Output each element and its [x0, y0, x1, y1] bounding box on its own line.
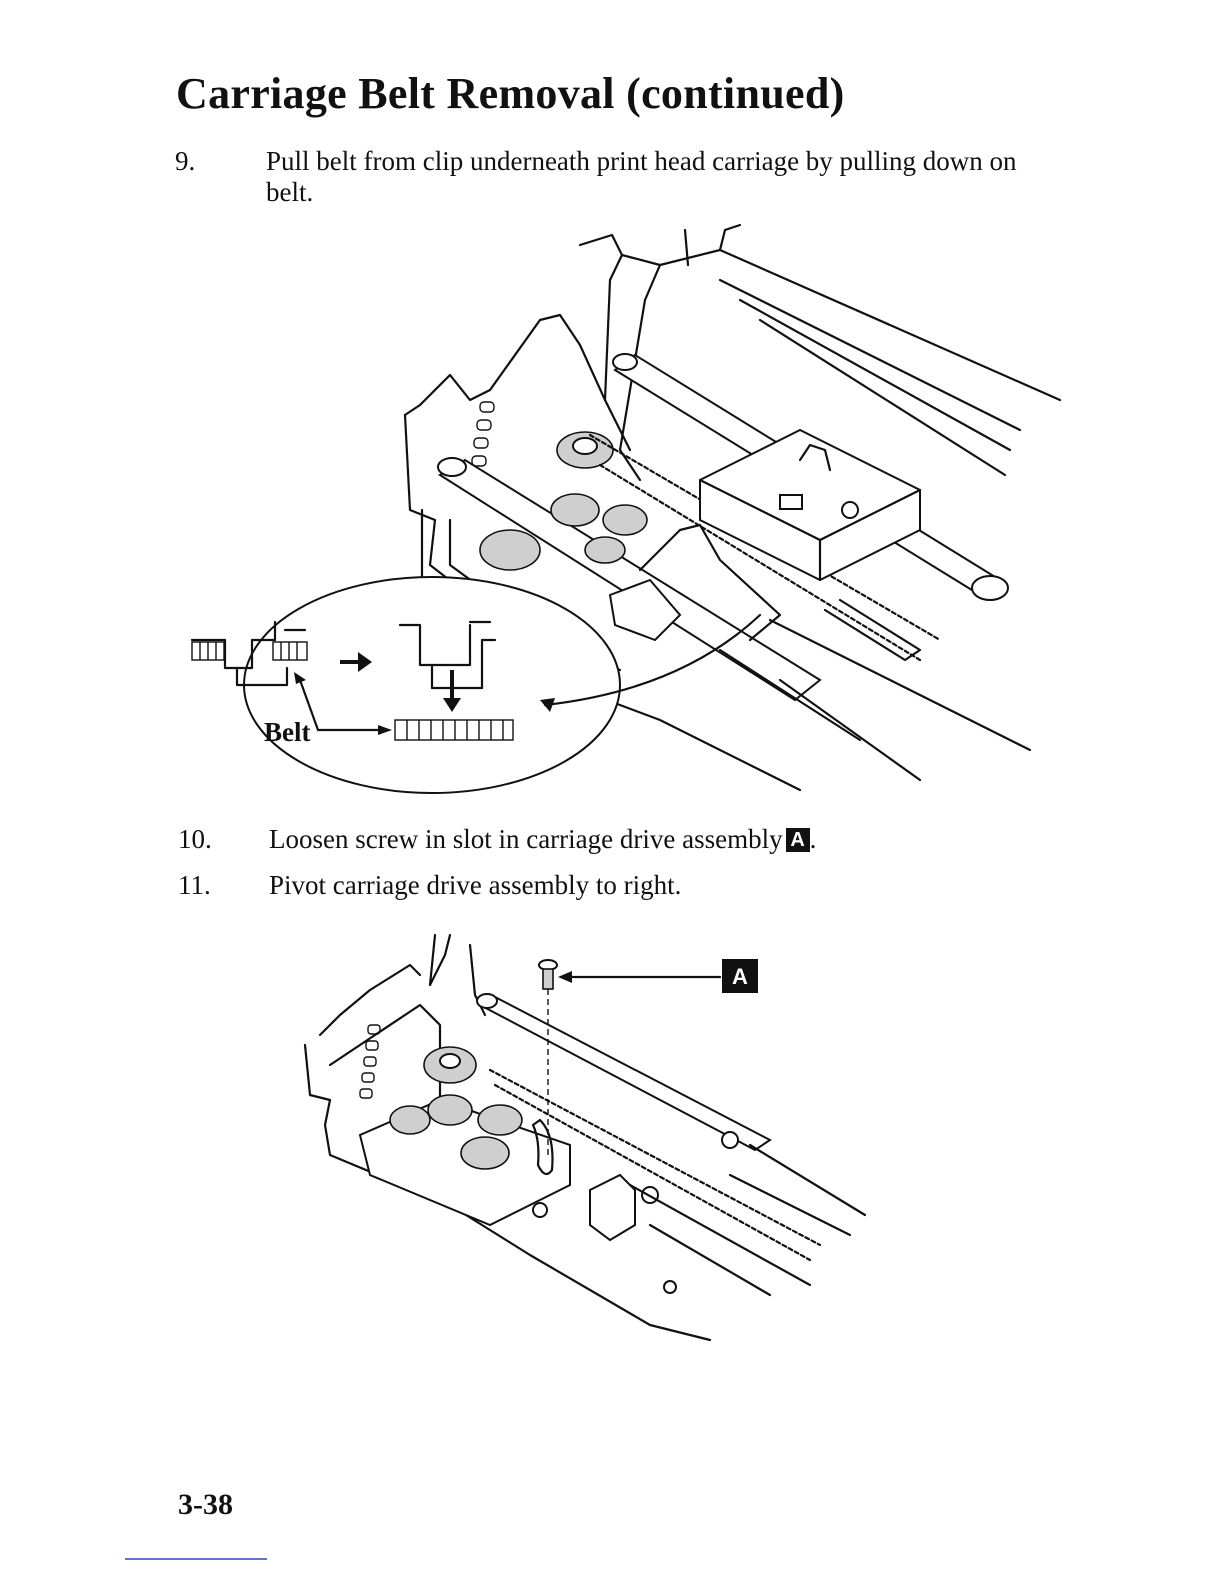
step-text: Loosen screw in slot in carriage drive a…: [269, 824, 783, 854]
callout-a-badge: A: [722, 959, 758, 993]
bottom-rule: [125, 1558, 267, 1560]
callout-a-badge: A: [786, 828, 810, 852]
page-number: 3-38: [178, 1488, 233, 1522]
step-text: Pull belt from clip underneath print hea…: [266, 146, 1026, 208]
step-number: 9.: [175, 146, 195, 177]
step-number: 10.: [178, 824, 212, 855]
step-11: 11. Pivot carriage drive assembly to rig…: [178, 870, 1078, 904]
step-suffix: .: [810, 824, 817, 854]
figure-carriage-drive-assembly: A: [290, 925, 890, 1355]
belt-clip-magnifier: Belt: [192, 577, 620, 793]
frame-slots: [360, 1025, 380, 1098]
belt-callout-label: Belt: [264, 717, 311, 747]
print-head-carriage: [700, 430, 920, 580]
step-10: 10. Loosen screw in slot in carriage dri…: [178, 824, 1078, 858]
page-title: Carriage Belt Removal (continued): [176, 68, 845, 119]
carriage-shaft: [477, 994, 770, 1150]
step-9: 9. Pull belt from clip underneath print …: [175, 146, 1075, 210]
screw-a: [539, 960, 557, 989]
step-number: 11.: [178, 870, 211, 901]
figure-carriage-belt-clip: Belt: [160, 220, 1080, 800]
svg-text:A: A: [732, 964, 748, 989]
step-text: Pivot carriage drive assembly to right.: [269, 870, 681, 901]
